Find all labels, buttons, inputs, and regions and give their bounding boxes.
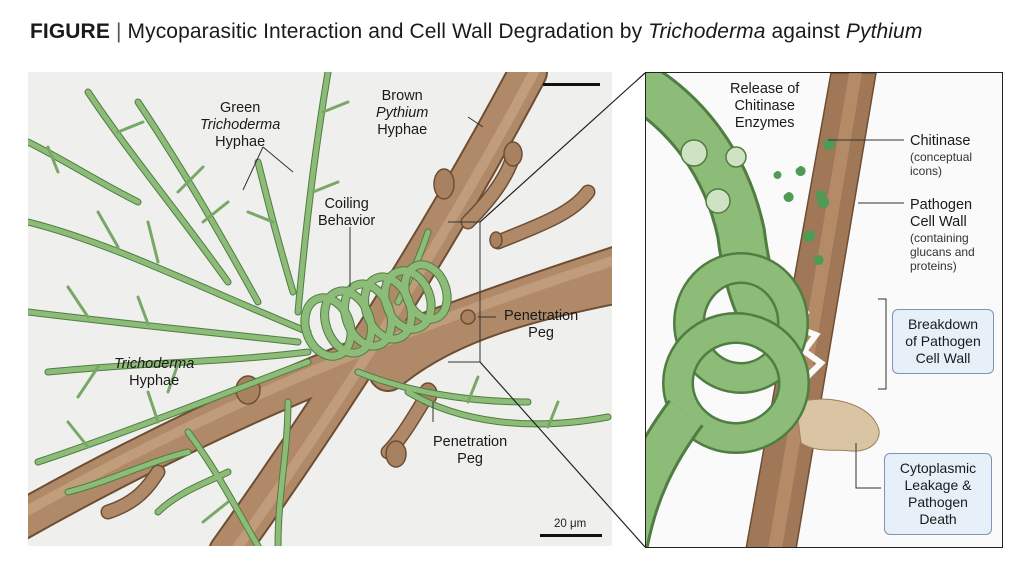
leader-lines	[242, 116, 496, 422]
chitinase-icons	[773, 137, 836, 265]
callout-leak-line2: Leakage &	[904, 477, 972, 493]
title-text-b: against	[771, 20, 840, 43]
label-wall-sub1: (containing	[910, 231, 969, 245]
micrograph-panel: Green Trichoderma Hyphae Brown Pythium H…	[28, 72, 612, 546]
hyphal-coils	[300, 260, 452, 361]
label-release-enzymes: Release of Chitinase Enzymes	[730, 81, 799, 132]
label-chitinase-sub1: (conceptual	[910, 150, 973, 164]
label-wall-sub2: glucans and	[910, 245, 975, 259]
label-coiling-line2: Behavior	[318, 213, 376, 229]
title-separator: |	[115, 20, 122, 43]
callout-leakage: Cytoplasmic Leakage & Pathogen Death	[884, 453, 992, 535]
label-peg1-line2: Peg	[528, 325, 554, 341]
label-wall-sub3: proteins)	[910, 259, 957, 273]
label-release-line1: Release of	[730, 81, 800, 97]
callout-breakdown: Breakdown of Pathogen Cell Wall	[892, 309, 994, 374]
callout-leak-line3: Pathogen	[908, 494, 968, 510]
label-peg2-line1: Penetration	[433, 434, 508, 450]
callout-breakdown-line1: Breakdown	[907, 316, 979, 332]
cytoplasm-leak	[795, 398, 880, 452]
top-scale-bar	[543, 83, 600, 86]
label-coiling: Coiling Behavior	[318, 196, 375, 230]
enzyme-vesicles	[680, 139, 747, 214]
callout-leak-line4: Death	[919, 511, 957, 527]
figure-title: FIGURE|Mycoparasitic Interaction and Cel…	[30, 20, 922, 44]
label-tricho-line2: Hyphae	[129, 373, 180, 389]
label-peg1-line1: Penetration	[504, 308, 579, 324]
label-brown-hyphae: Brown Pythium Hyphae	[376, 88, 428, 139]
label-penetration-peg-2: Penetration Peg	[433, 434, 507, 468]
label-chitinase-sub2: icons)	[910, 164, 943, 178]
label-trichoderma: Trichoderma Hyphae	[114, 356, 194, 390]
callout-leak-line1: Cytoplasmic	[899, 460, 977, 476]
title-italic-b: Pythium	[845, 20, 923, 43]
label-peg2-line2: Peg	[457, 451, 483, 467]
label-pathogen-wall: Pathogen Cell Wall (containing glucans a…	[910, 197, 975, 273]
label-wall-line1: Pathogen	[910, 197, 973, 213]
label-wall-line2: Cell Wall	[910, 214, 967, 230]
label-release-line3: Enzymes	[734, 115, 795, 131]
title-prefix: FIGURE	[30, 20, 110, 43]
detail-leader-lines	[828, 139, 904, 489]
detail-illustration	[646, 73, 904, 547]
label-chitinase-title: Chitinase	[910, 133, 971, 149]
callout-breakdown-line2: of Pathogen	[905, 333, 981, 349]
title-text-a: Mycoparasitic Interaction and Cell Wall …	[127, 20, 643, 43]
label-brown-line2: Pythium	[376, 105, 429, 121]
title-italic-a: Trichoderma	[648, 20, 766, 43]
label-chitinase: Chitinase (conceptual icons)	[910, 133, 972, 178]
scale-label: 20 μm	[554, 518, 587, 530]
scale-bar	[540, 534, 602, 537]
label-green-line1: Green	[220, 100, 261, 116]
label-tricho-line1: Trichoderma	[114, 356, 195, 372]
label-green-line2: Trichoderma	[200, 117, 281, 133]
callout-breakdown-line3: Cell Wall	[915, 350, 971, 366]
label-brown-line1: Brown	[381, 88, 423, 104]
label-green-line3: Hyphae	[215, 134, 266, 150]
coiling-hypha	[646, 73, 810, 547]
label-penetration-peg-1: Penetration Peg	[504, 308, 578, 342]
detail-panel: Release of Chitinase Enzymes Chitinase (…	[645, 72, 1003, 548]
label-coiling-line1: Coiling	[324, 196, 369, 212]
label-release-line2: Chitinase	[734, 98, 795, 114]
label-green-hyphae: Green Trichoderma Hyphae	[200, 100, 280, 151]
label-brown-line3: Hyphae	[377, 122, 428, 138]
